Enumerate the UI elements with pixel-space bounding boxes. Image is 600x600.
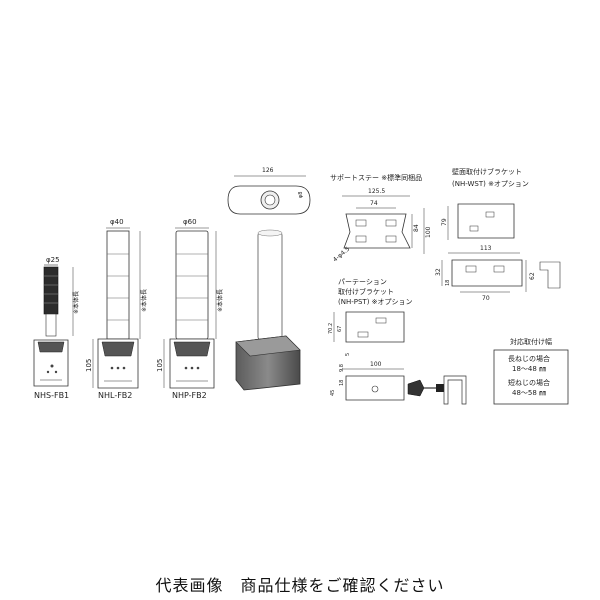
- partition-title3: (NH-PST) ※オプション: [338, 298, 413, 306]
- nhp-model-name: NHP-FB2: [172, 391, 207, 400]
- wall-bracket-dim-h2: 32: [435, 268, 442, 276]
- nhl-body-length-note: ※本体長: [140, 289, 148, 312]
- wall-bracket-title2: (NH-WST) ※オプション: [452, 180, 529, 188]
- support-stay-dim-b: 74: [370, 200, 378, 207]
- nhl-height-dim: 105: [85, 359, 93, 372]
- top-view-width-dim: 126: [262, 167, 274, 174]
- model-nhs-fb1: φ25 ※本体長 NHS-FB1: [33, 256, 80, 400]
- support-stay-dim-c: 84: [413, 224, 420, 232]
- nhp-diameter-label: φ60: [183, 218, 197, 226]
- nhp-body-length-note: ※本体長: [216, 289, 224, 312]
- partition-dim-f: 45: [330, 390, 336, 396]
- partition-title1: パーテーション: [338, 278, 387, 286]
- footer-caption: 代表画像 商品仕様をご確認ください: [155, 576, 445, 595]
- nhs-body-length-note: ※本体長: [72, 291, 80, 314]
- support-stay-dim-e: 4-φ4.5: [332, 246, 352, 264]
- partition-dim-a: 70.2: [328, 323, 334, 334]
- short-screw-label: 短ねじの場合: [508, 378, 550, 387]
- top-view-dia: φ8: [298, 192, 304, 198]
- partition-dim-c: 100: [370, 361, 382, 368]
- support-stay-dim-a: 125.5: [368, 188, 385, 195]
- partition-dim-g: 18: [339, 380, 345, 386]
- support-stay-title: サポートステー ※標準同梱品: [330, 173, 422, 182]
- wall-bracket-dim-w: 113: [480, 245, 492, 252]
- wall-bracket-dim-w2: 70: [482, 295, 490, 302]
- model-nhl-fb2: φ40 105 ※本体長 NHL-FB2: [85, 218, 148, 400]
- long-screw-range: 18～48 ㎜: [512, 365, 546, 373]
- nhs-model-name: NHS-FB1: [34, 391, 69, 400]
- wall-bracket-dim-h3: 18: [445, 280, 451, 286]
- mounting-width-box: 対応取付け幅 長ねじの場合 18～48 ㎜ 短ねじの場合 48～58 ㎜: [493, 337, 569, 405]
- long-screw-label: 長ねじの場合: [508, 354, 550, 363]
- nhp-height-dim: 105: [156, 359, 164, 372]
- wall-bracket-dim-h4: 62: [529, 272, 536, 280]
- support-stay: サポートステー ※標準同梱品 125.5 74 84 100 4-φ4.5: [330, 173, 432, 264]
- partition-bracket: パーテーション 取付けブラケット (NH-PST) ※オプション 70.2 67…: [328, 278, 467, 405]
- wall-bracket: 壁面取付けブラケット (NH-WST) ※オプション 79 113 32 18 …: [435, 167, 561, 302]
- top-view: 126 φ8: [227, 167, 311, 215]
- mounting-width-title: 対応取付け幅: [510, 337, 552, 346]
- wall-bracket-title1: 壁面取付けブラケット: [452, 167, 522, 176]
- nhl-diameter-label: φ40: [110, 218, 124, 226]
- partition-dim-e: 9.8: [339, 364, 345, 372]
- support-stay-dim-d: 100: [425, 226, 432, 238]
- partition-title2: 取付けブラケット: [338, 287, 394, 296]
- model-nhp-fb2: φ60 105 ※本体長 NHP-FB2: [156, 218, 224, 400]
- product-render: [235, 229, 301, 391]
- wall-bracket-dim-h: 79: [441, 218, 448, 226]
- nhl-model-name: NHL-FB2: [98, 391, 132, 400]
- short-screw-range: 48～58 ㎜: [512, 389, 546, 397]
- nhs-diameter-label: φ25: [46, 256, 60, 264]
- partition-dim-d: 5: [345, 353, 351, 356]
- partition-dim-b: 67: [337, 326, 343, 332]
